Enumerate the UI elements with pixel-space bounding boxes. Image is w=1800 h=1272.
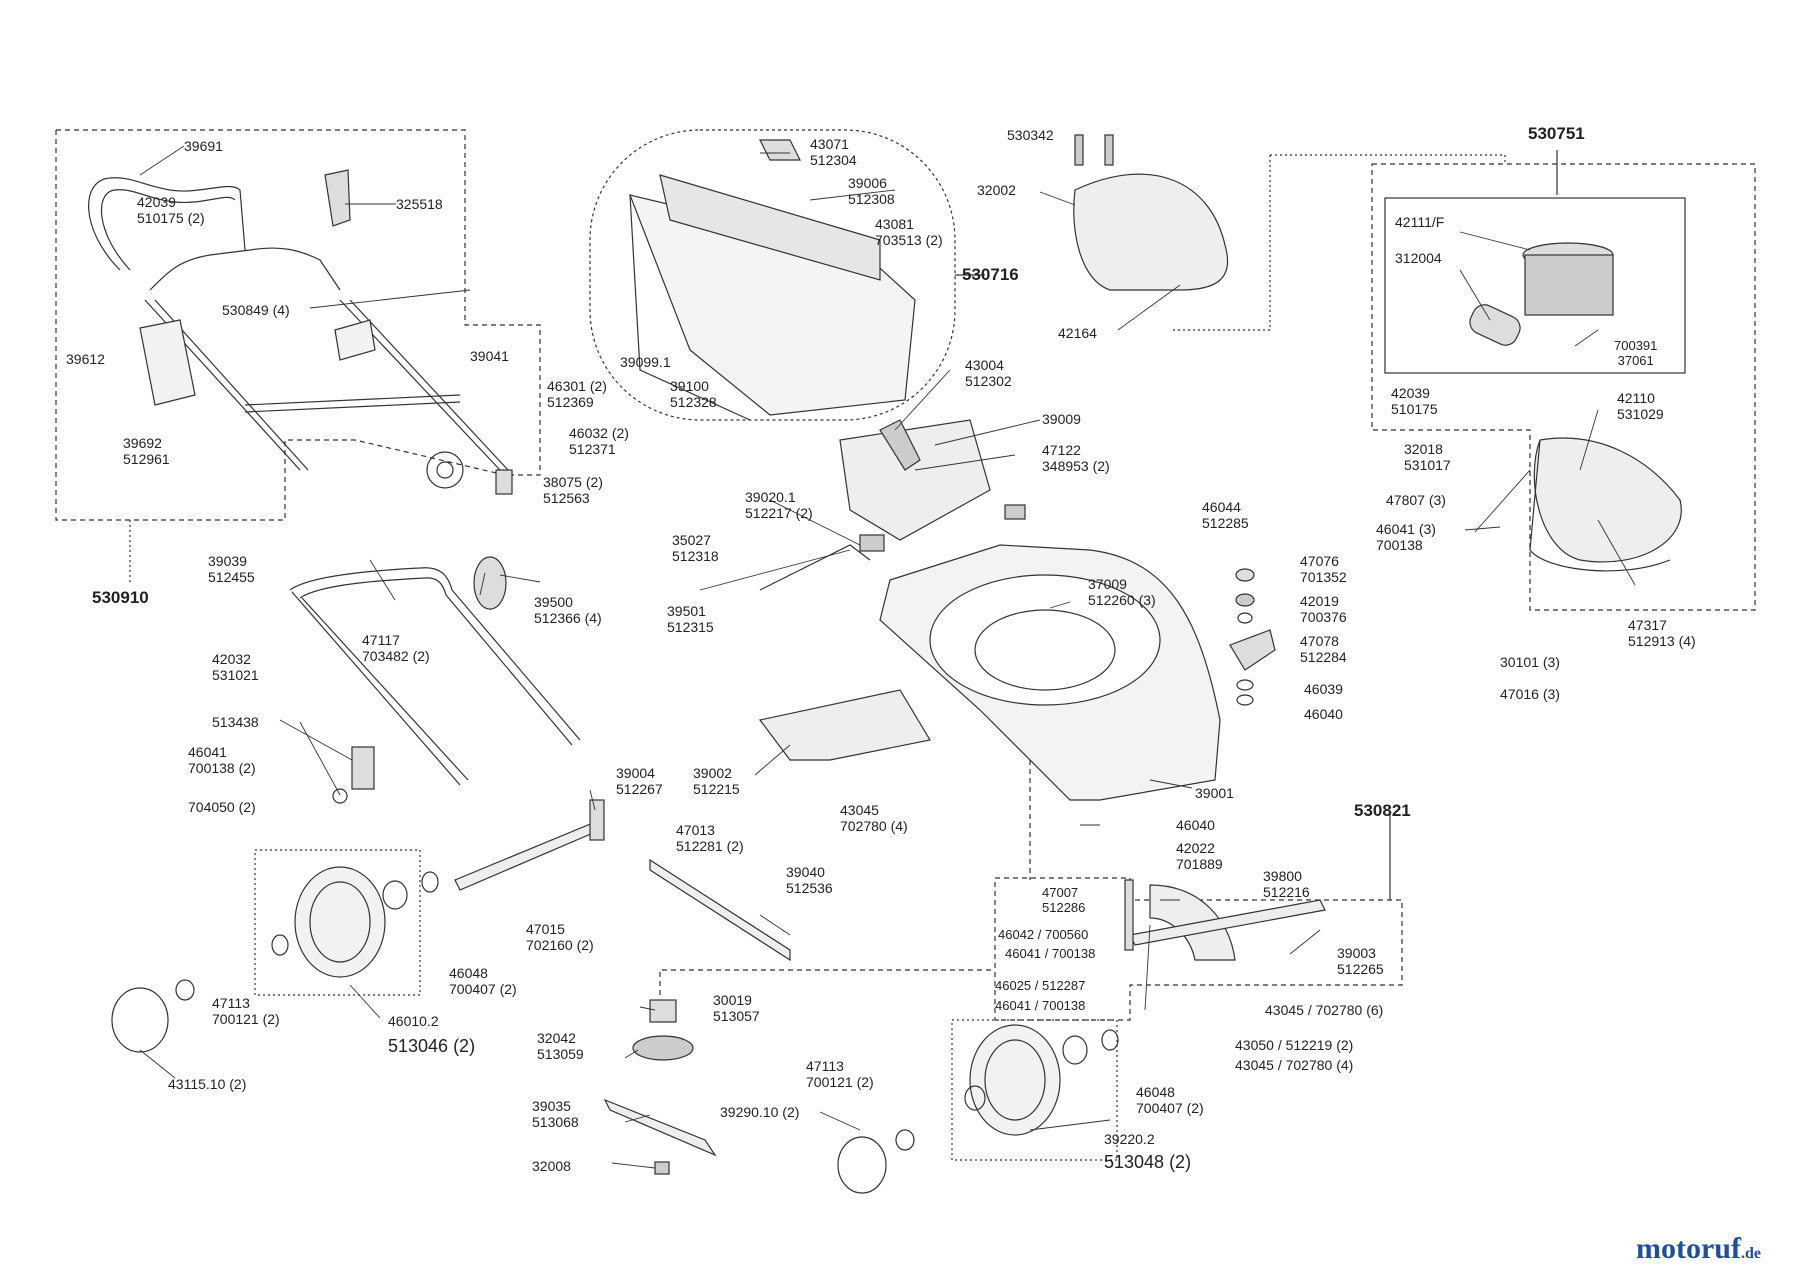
- label-43115-10: 43115.10 (2): [168, 1076, 247, 1092]
- label-47015-702160: 47015 702160 (2): [526, 921, 594, 953]
- label-530849: 530849 (4): [222, 302, 290, 318]
- label-42022-701889: 42022 701889: [1176, 840, 1223, 872]
- label-39099-1: 39099.1: [620, 354, 671, 370]
- label-46048-700407-b: 46048 700407 (2): [1136, 1084, 1204, 1116]
- label-30019-513057: 30019 513057: [713, 992, 760, 1024]
- label-39800-512216: 39800 512216: [1263, 868, 1310, 900]
- label-46048-700407-a: 46048 700407 (2): [449, 965, 517, 997]
- label-530821: 530821: [1354, 801, 1411, 820]
- motor-inset-frame: [1384, 197, 1686, 374]
- label-47122-348953: 47122 348953 (2): [1042, 442, 1110, 474]
- label-47007-512286: 47007 512286: [1042, 885, 1086, 915]
- label-32018-531017: 32018 531017: [1404, 441, 1451, 473]
- label-47113-700121-a: 47113 700121 (2): [212, 995, 280, 1027]
- label-46040-a: 46040: [1304, 706, 1343, 722]
- label-39002-512215: 39002 512215: [693, 765, 740, 797]
- label-42019-700376: 42019 700376: [1300, 593, 1347, 625]
- label-46044-512285: 46044 512285: [1202, 499, 1249, 531]
- label-46040-b: 46040: [1176, 817, 1215, 833]
- label-39035-513068: 39035 513068: [532, 1098, 579, 1130]
- label-46041-700138-b: 46041 / 700138: [1005, 946, 1096, 961]
- group-box-530821: [994, 877, 1403, 1021]
- label-700391-37061: 700391 37061: [1614, 338, 1658, 368]
- label-43004-512302: 43004 512302: [965, 357, 1012, 389]
- label-43045-702780-4: 43045 702780 (4): [840, 802, 908, 834]
- label-42111-F: 42111/F: [1395, 214, 1445, 230]
- label-39612: 39612: [66, 351, 105, 367]
- label-39001: 39001: [1195, 785, 1234, 801]
- label-43045-702780-4b: 43045 / 702780 (4): [1235, 1057, 1354, 1073]
- label-46041-700138-c: 46041 / 700138: [995, 998, 1086, 1013]
- label-513048: 513048 (2): [1104, 1152, 1192, 1172]
- label-530910: 530910: [92, 588, 149, 607]
- label-312004: 312004: [1395, 250, 1442, 266]
- label-47317-512913: 47317 512913 (4): [1628, 617, 1696, 649]
- label-46041-700138: 46041 (3) 700138: [1376, 521, 1436, 553]
- label-47807: 47807 (3): [1386, 492, 1446, 508]
- label-704050: 704050 (2): [188, 799, 256, 815]
- label-39691: 39691: [184, 138, 223, 154]
- label-513046: 513046 (2): [388, 1036, 476, 1056]
- label-43050-512219: 43050 / 512219 (2): [1235, 1037, 1354, 1053]
- label-35027-512318: 35027 512318: [672, 532, 719, 564]
- group-box-530751: [1371, 163, 1756, 611]
- label-46042-700560: 46042 / 700560: [998, 927, 1089, 942]
- label-530716: 530716: [962, 265, 1019, 284]
- label-43081-703513: 43081 703513 (2): [875, 216, 943, 248]
- label-43045-702780-6: 43045 / 702780 (6): [1265, 1002, 1384, 1018]
- logo-suffix: .de: [1740, 1245, 1761, 1262]
- label-39009: 39009: [1042, 411, 1081, 427]
- label-47076-701352: 47076 701352: [1300, 553, 1347, 585]
- label-42039-510175: 42039 510175: [1391, 385, 1438, 417]
- label-39500-512366: 39500 512366 (4): [534, 594, 602, 626]
- motoruf-logo: motoruf.de: [1636, 1232, 1761, 1266]
- label-39004-512267: 39004 512267: [616, 765, 663, 797]
- label-39220-2: 39220.2: [1104, 1131, 1155, 1147]
- label-530342: 530342: [1007, 127, 1054, 143]
- label-47013-512281: 47013 512281 (2): [676, 822, 744, 854]
- label-325518: 325518: [396, 196, 443, 212]
- logo-main: motoruf: [1636, 1232, 1741, 1265]
- label-42164: 42164: [1058, 325, 1097, 341]
- label-42110-531029: 42110 531029: [1617, 390, 1664, 422]
- label-32042-513059: 32042 513059: [537, 1030, 584, 1062]
- label-47078-512284: 47078 512284: [1300, 633, 1347, 665]
- label-32008: 32008: [532, 1158, 571, 1174]
- label-39692-512961: 39692 512961: [123, 435, 170, 467]
- label-39040-512536: 39040 512536: [786, 864, 833, 896]
- label-513438: 513438: [212, 714, 259, 730]
- label-30101: 30101 (3): [1500, 654, 1560, 670]
- label-39290-10: 39290.10 (2): [720, 1104, 800, 1120]
- label-39100-512328: 39100 512328: [670, 378, 717, 410]
- label-39006-512308: 39006 512308: [848, 175, 895, 207]
- label-47016: 47016 (3): [1500, 686, 1560, 702]
- label-47117-703482: 47117 703482 (2): [362, 632, 430, 664]
- label-39501-512315: 39501 512315: [667, 603, 714, 635]
- label-46010-2: 46010.2: [388, 1013, 439, 1029]
- label-530751: 530751: [1528, 124, 1585, 143]
- label-39039-512455: 39039 512455: [208, 553, 255, 585]
- label-37009-512260: 37009 512260 (3): [1088, 576, 1156, 608]
- label-46301-512369: 46301 (2) 512369: [547, 378, 607, 410]
- label-39041: 39041: [470, 348, 509, 364]
- label-43071-512304: 43071 512304: [810, 136, 857, 168]
- label-32002: 32002: [977, 182, 1016, 198]
- label-46041-700138-2: 46041 700138 (2): [188, 744, 256, 776]
- group-box-530716: [589, 129, 956, 421]
- label-39020-1-512217: 39020.1 512217 (2): [745, 489, 813, 521]
- label-46025-512287: 46025 / 512287: [995, 978, 1086, 993]
- label-42032-531021: 42032 531021: [212, 651, 259, 683]
- label-47113-700121-b: 47113 700121 (2): [806, 1058, 874, 1090]
- label-42039-510175-2: 42039 510175 (2): [137, 194, 205, 226]
- label-46032-512371: 46032 (2) 512371: [569, 425, 629, 457]
- label-39003-512265: 39003 512265: [1337, 945, 1384, 977]
- label-38075-512563: 38075 (2) 512563: [543, 474, 603, 506]
- label-46039: 46039: [1304, 681, 1343, 697]
